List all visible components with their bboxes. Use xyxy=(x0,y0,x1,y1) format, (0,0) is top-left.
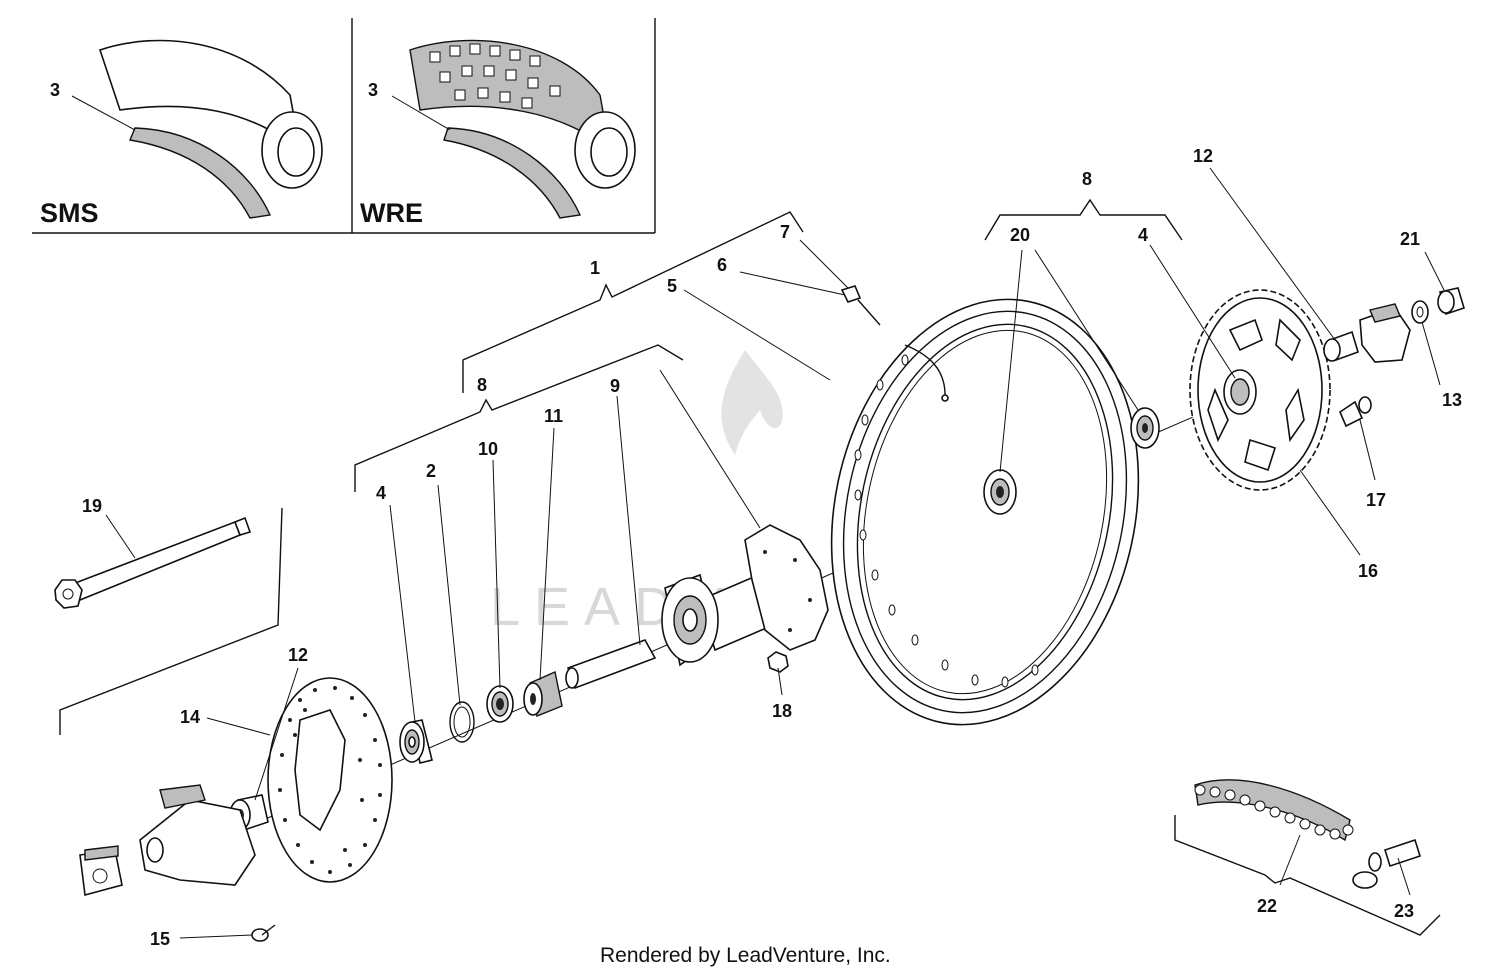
callout-20: 20 xyxy=(1010,225,1030,245)
callout-22: 22 xyxy=(1257,896,1277,916)
chain-adjuster-right xyxy=(1359,303,1411,363)
callout-8-right: 8 xyxy=(1082,169,1092,189)
footer-credit: Rendered by LeadVenture, Inc. xyxy=(600,944,891,967)
assembly-brackets xyxy=(59,198,1441,936)
chain-adjuster-left xyxy=(79,845,123,897)
callout-16: 16 xyxy=(1358,561,1378,581)
wre-tire-illustration xyxy=(409,39,636,219)
callout-4-left: 4 xyxy=(376,483,386,503)
callout-5: 5 xyxy=(667,276,677,296)
callout-2: 2 xyxy=(426,461,436,481)
callout-3-wre: 3 xyxy=(368,80,378,100)
callout-10: 10 xyxy=(478,439,498,459)
callout-23: 23 xyxy=(1394,901,1414,921)
callout-4-right: 4 xyxy=(1138,225,1148,245)
bolt-part-15 xyxy=(251,924,276,942)
bearing-part-20-right xyxy=(1130,407,1160,449)
leader-lines xyxy=(105,167,1445,939)
callout-12-left: 12 xyxy=(288,645,308,665)
valve-part-6-7 xyxy=(840,285,881,326)
bearing-part-11 xyxy=(523,671,563,717)
callout-21: 21 xyxy=(1400,229,1420,249)
callout-11: 11 xyxy=(544,406,563,426)
callout-6: 6 xyxy=(717,255,727,275)
callout-13: 13 xyxy=(1442,390,1462,410)
brake-disc-part-14 xyxy=(267,677,393,883)
spacer-tube-part-9 xyxy=(565,639,657,690)
rim-assembly xyxy=(830,298,1140,726)
callout-18: 18 xyxy=(772,701,792,721)
bearing-part-20-center xyxy=(983,469,1017,515)
bearing-part-4-left xyxy=(399,719,433,764)
spacer-part-12-right xyxy=(1323,330,1359,362)
circlip-part-2 xyxy=(449,701,475,743)
callout-12-right: 12 xyxy=(1193,146,1213,166)
nut-part-18 xyxy=(767,651,789,673)
bolt-part-17 xyxy=(1339,396,1372,428)
variant-label-wre: WRE xyxy=(360,198,423,228)
variant-label-sms: SMS xyxy=(40,198,99,228)
master-link-part-23 xyxy=(1352,838,1421,889)
nut-part-21 xyxy=(1437,287,1465,316)
callout-labels: 1 2 4 4 5 6 7 8 8 9 10 11 12 12 13 14 15… xyxy=(82,146,1462,949)
callout-7: 7 xyxy=(780,222,790,242)
sms-tire-illustration xyxy=(98,39,323,219)
callout-8-left: 8 xyxy=(477,375,487,395)
washer-part-13 xyxy=(1411,300,1429,324)
callout-9: 9 xyxy=(610,376,620,396)
tire-insets: 3 3 SMS WRE xyxy=(32,18,656,234)
hub-part-5 xyxy=(661,524,829,667)
callout-1: 1 xyxy=(590,258,600,278)
callout-15: 15 xyxy=(150,929,170,949)
callout-17: 17 xyxy=(1366,490,1386,510)
caliper-bracket xyxy=(139,784,256,886)
axle-part-19 xyxy=(54,516,252,609)
callout-3-sms: 3 xyxy=(50,80,60,100)
chain-part-22 xyxy=(1194,779,1354,842)
callout-19: 19 xyxy=(82,496,102,516)
seal-part-10 xyxy=(486,685,514,723)
callout-14: 14 xyxy=(180,707,200,727)
sprocket-part-16 xyxy=(1189,289,1331,491)
